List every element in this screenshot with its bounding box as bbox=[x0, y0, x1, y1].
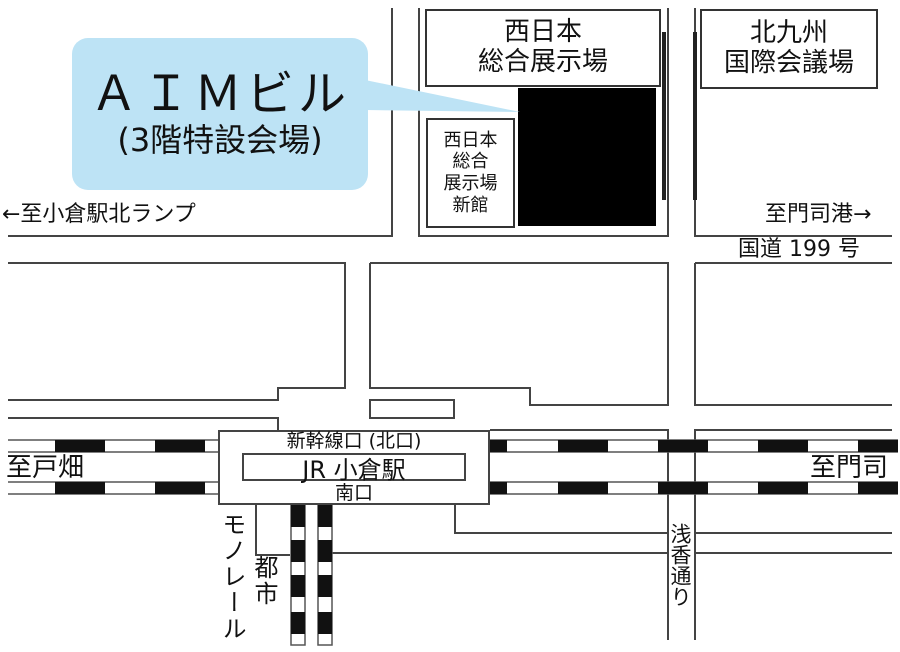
building-label: 西日本 bbox=[443, 129, 498, 151]
jr-kokura-station: 新幹線口 (北口) JR 小倉駅 南口 bbox=[218, 430, 490, 505]
direction-moji: 至門司 bbox=[810, 453, 889, 483]
callout-subtitle: (3階特設会場) bbox=[117, 121, 323, 160]
direction-tobata: 至戸畑 bbox=[6, 453, 85, 483]
building-label: 総合 bbox=[452, 151, 489, 173]
callout-title: ＡＩＭビル bbox=[89, 66, 350, 123]
north-exit-label: 新幹線口 (北口) bbox=[286, 430, 422, 452]
direction-north-ramp: ←至小倉駅北ランプ bbox=[2, 202, 196, 227]
building-label: 西日本 bbox=[503, 17, 582, 48]
route-199-label: 国道 199 号 bbox=[738, 237, 860, 262]
direction-moji-port: 至門司港→ bbox=[765, 202, 872, 227]
aim-building-callout: ＡＩＭビル (3階特設会場) bbox=[72, 38, 368, 190]
building-label: 新館 bbox=[452, 194, 489, 216]
building-label: 総合展示場 bbox=[477, 47, 608, 77]
west-japan-expo-annex: 西日本 総合 展示場 新館 bbox=[426, 118, 515, 228]
asaka-street-label: 浅香通り bbox=[668, 523, 692, 607]
south-exit-label: 南口 bbox=[334, 482, 373, 504]
monorail-city-label: 都市 bbox=[250, 555, 278, 607]
monorail-label: モノレール bbox=[218, 512, 246, 642]
kitakyushu-convention-center: 北九州 国際会議場 bbox=[700, 9, 878, 89]
station-name: JR 小倉駅 bbox=[242, 453, 466, 484]
building-label: 展示場 bbox=[443, 173, 498, 194]
west-japan-expo-building: 西日本 総合展示場 bbox=[425, 9, 661, 87]
building-label: 国際会議場 bbox=[723, 48, 854, 78]
building-label: 北九州 bbox=[749, 18, 828, 49]
